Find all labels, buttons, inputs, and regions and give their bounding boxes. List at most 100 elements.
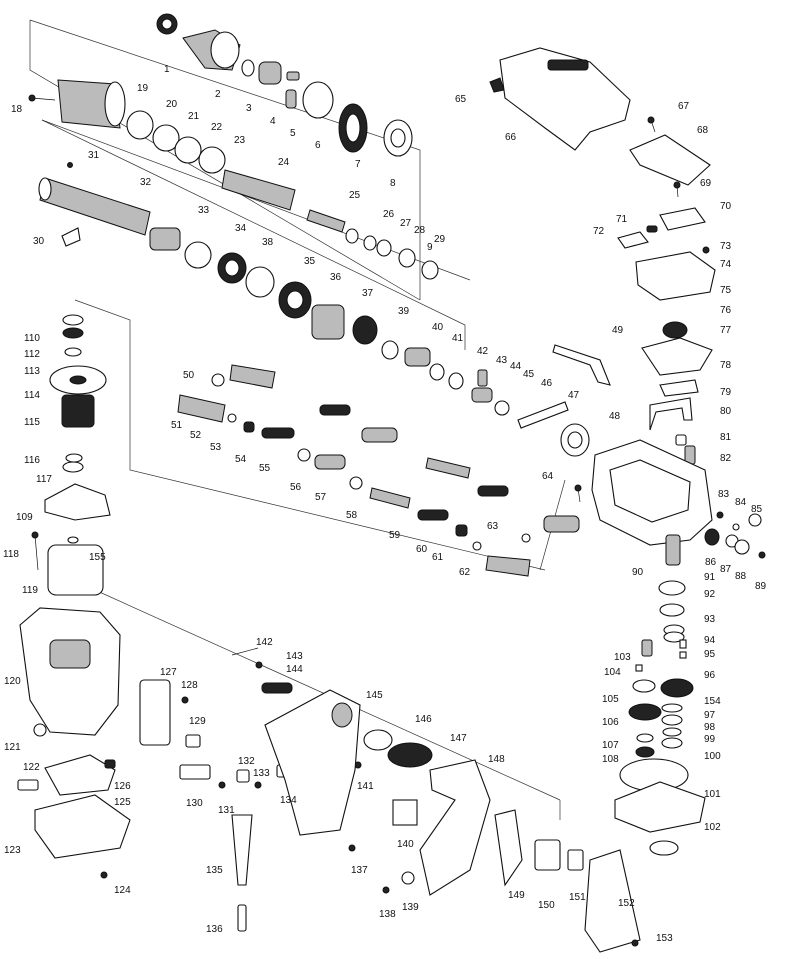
callout-22: 22 bbox=[211, 122, 223, 133]
part-102-washer bbox=[649, 840, 679, 856]
callout-4: 4 bbox=[270, 116, 276, 127]
callout-36: 36 bbox=[330, 272, 342, 283]
part-39-gear bbox=[352, 315, 378, 345]
callout-110: 110 bbox=[24, 333, 40, 344]
callout-140: 140 bbox=[397, 839, 414, 850]
callout-147: 147 bbox=[450, 733, 467, 744]
part-35-ring bbox=[245, 266, 275, 298]
callout-75: 75 bbox=[720, 285, 732, 296]
part-122-tag bbox=[17, 779, 39, 791]
part-28-ring bbox=[376, 239, 392, 257]
part-153-screw bbox=[631, 939, 639, 947]
part-144-spring bbox=[261, 682, 293, 694]
callout-102: 102 bbox=[704, 822, 721, 833]
callout-73: 73 bbox=[720, 241, 732, 252]
callout-81: 81 bbox=[720, 432, 732, 443]
callout-32: 32 bbox=[140, 177, 152, 188]
part-63-pin bbox=[521, 533, 531, 543]
part-74-crank-housing bbox=[635, 251, 716, 301]
callout-109: 109 bbox=[16, 512, 33, 523]
part-45-clutch bbox=[471, 387, 493, 403]
callout-129: 129 bbox=[189, 716, 206, 727]
part-108-bearing bbox=[635, 746, 655, 758]
callout-149: 149 bbox=[508, 890, 525, 901]
callout-78: 78 bbox=[720, 360, 732, 371]
part-148-handle bbox=[419, 759, 491, 896]
part-50-bushing bbox=[211, 373, 225, 387]
callout-20: 20 bbox=[166, 99, 178, 110]
part-49-bracket bbox=[552, 344, 611, 386]
callout-68: 68 bbox=[697, 125, 709, 136]
part-82-gear-housing bbox=[591, 439, 713, 546]
callout-126: 126 bbox=[114, 781, 131, 792]
callout-93: 93 bbox=[704, 614, 716, 625]
part-71-spring bbox=[646, 225, 658, 233]
callout-152: 152 bbox=[618, 898, 635, 909]
part-72-lever bbox=[617, 231, 649, 249]
callout-45: 45 bbox=[523, 369, 535, 380]
part-20-oring bbox=[126, 110, 154, 140]
callout-146: 146 bbox=[415, 714, 432, 725]
callout-28: 28 bbox=[414, 225, 426, 236]
callout-6: 6 bbox=[315, 140, 321, 151]
part-133-screw bbox=[254, 781, 262, 789]
part-104-pin bbox=[635, 664, 643, 672]
callout-145: 145 bbox=[366, 690, 383, 701]
callout-8: 8 bbox=[390, 178, 396, 189]
callout-60: 60 bbox=[416, 544, 428, 555]
callout-46: 46 bbox=[541, 378, 553, 389]
part-128-screw bbox=[181, 696, 189, 704]
part-29-washer bbox=[398, 248, 416, 268]
callout-134: 134 bbox=[280, 795, 297, 806]
callout-138: 138 bbox=[379, 909, 396, 920]
callout-47: 47 bbox=[568, 390, 580, 401]
callout-69: 69 bbox=[700, 178, 712, 189]
part-95-key bbox=[679, 651, 687, 659]
callout-105: 105 bbox=[602, 694, 619, 705]
part-143-nut bbox=[255, 661, 263, 669]
part-43-oring bbox=[448, 372, 464, 390]
part-23-ring bbox=[198, 146, 226, 174]
part-150-switch bbox=[534, 839, 561, 871]
part-155-bushing bbox=[67, 536, 79, 544]
callout-99: 99 bbox=[704, 734, 716, 745]
callout-19: 19 bbox=[137, 83, 149, 94]
part-84-pin bbox=[732, 523, 740, 531]
part-73-screw bbox=[702, 246, 710, 254]
part-1-cap bbox=[156, 13, 178, 35]
part-145-housing bbox=[264, 689, 361, 836]
part-142-bolt bbox=[231, 647, 259, 656]
callout-132: 132 bbox=[238, 756, 255, 767]
callout-119: 119 bbox=[22, 585, 38, 596]
part-121-knob bbox=[33, 723, 47, 737]
callout-39: 39 bbox=[398, 306, 410, 317]
callout-66: 66 bbox=[505, 132, 517, 143]
callout-53: 53 bbox=[210, 442, 222, 453]
part-106-gear bbox=[628, 703, 662, 721]
part-85-cap bbox=[748, 513, 762, 527]
callout-127: 127 bbox=[160, 667, 177, 678]
callout-50: 50 bbox=[183, 370, 195, 381]
part-112-bearing bbox=[62, 327, 84, 339]
callout-9: 9 bbox=[427, 242, 433, 253]
callout-92: 92 bbox=[704, 589, 716, 600]
callout-128: 128 bbox=[181, 680, 198, 691]
callout-49: 49 bbox=[612, 325, 624, 336]
part-22-ring bbox=[174, 136, 202, 164]
part-127-switch bbox=[139, 679, 171, 746]
part-21-ring bbox=[152, 124, 180, 152]
callout-153: 153 bbox=[656, 933, 673, 944]
callout-133: 133 bbox=[253, 768, 270, 779]
part-53-nut bbox=[243, 421, 255, 433]
misc-middle-parts bbox=[229, 364, 580, 533]
part-70-plate bbox=[659, 207, 706, 231]
callout-31: 31 bbox=[88, 150, 100, 161]
callout-144: 144 bbox=[286, 664, 303, 675]
callout-124: 124 bbox=[114, 885, 131, 896]
part-92-ring bbox=[659, 603, 685, 617]
part-30-plate bbox=[61, 227, 81, 247]
callout-151: 151 bbox=[569, 892, 586, 903]
part-52-ring bbox=[227, 413, 237, 423]
part-117-bearing bbox=[62, 461, 84, 473]
